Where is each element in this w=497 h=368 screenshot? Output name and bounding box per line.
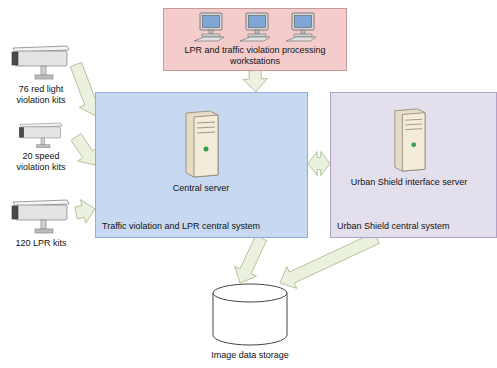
camera-kit: 120 LPR kits (6, 196, 76, 253)
central-system-box: Traffic violation and LPR central system… (95, 92, 308, 238)
server-node: Urban Shield interface server (339, 105, 479, 192)
block-arrow (71, 134, 98, 165)
node-label: Image data storage (200, 350, 300, 361)
block-arrow (243, 70, 267, 92)
node-label: Central server (166, 183, 236, 194)
block-arrow (280, 233, 379, 289)
workstation-icons (164, 10, 348, 44)
storage-cylinder (212, 283, 288, 347)
node-label: 76 red light violation kits (6, 84, 76, 106)
storage-node: Image data storage (200, 283, 300, 365)
node-label: Urban Shield central system (331, 221, 496, 232)
server-node: Central server (166, 107, 236, 198)
node-label: Urban Shield interface server (339, 177, 479, 188)
node-label: 20 speed violation kits (6, 151, 76, 173)
block-arrow (235, 235, 267, 283)
urban-shield-box: Urban Shield central system Urban Shield… (330, 92, 497, 238)
block-arrow (75, 200, 95, 224)
camera-kit: 20 speed violation kits (6, 120, 76, 177)
node-label: LPR and traffic violation processing wor… (164, 45, 346, 67)
server-icon (387, 107, 431, 173)
workstations-box: LPR and traffic violation processing wor… (163, 8, 347, 71)
camera-kit: 76 red light violation kits (6, 40, 76, 110)
camera-icon (11, 196, 71, 236)
server-icon (180, 109, 222, 179)
camera-icon (11, 42, 71, 82)
node-label: Traffic violation and LPR central system (96, 221, 307, 232)
camera-icon (17, 120, 65, 150)
block-arrow (308, 152, 330, 176)
node-label: 120 LPR kits (6, 238, 76, 249)
